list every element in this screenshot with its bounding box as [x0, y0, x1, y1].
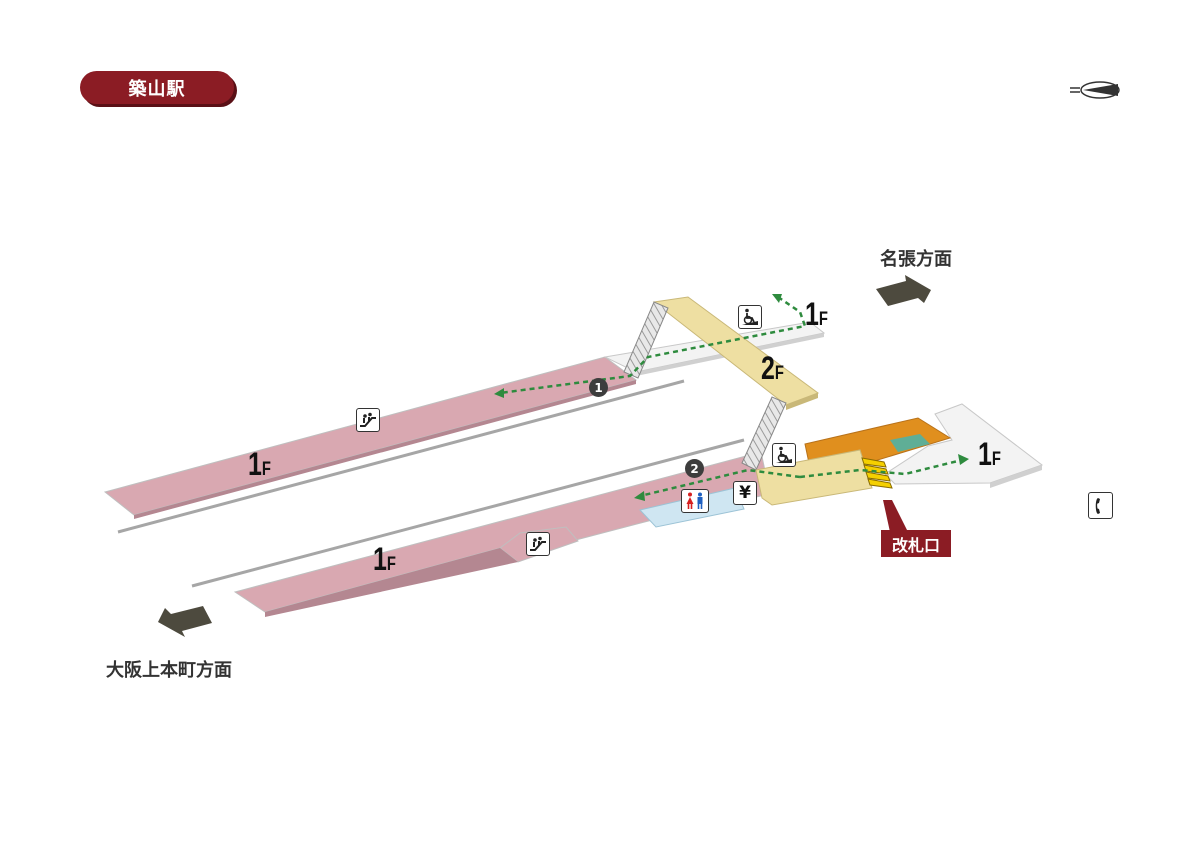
floor-number: 1 — [248, 446, 262, 482]
rail-line-north — [117, 379, 685, 534]
exit-ground-area — [884, 403, 1044, 485]
floor-number: 1 — [373, 541, 387, 577]
exit-number-1: 1 — [589, 378, 608, 397]
floor-unit: F — [991, 449, 1001, 470]
floor-number: 1 — [978, 436, 992, 472]
ticket-gate-label: 改札口 — [881, 530, 951, 557]
floor-unit: F — [774, 363, 784, 384]
floor-label-platform-north-east: 1F — [805, 298, 828, 330]
exit-ground-edge — [990, 465, 1042, 488]
concourse-2f-edge — [786, 393, 818, 410]
route-lines — [499, 295, 963, 498]
restroom-icon — [681, 489, 709, 513]
escalator-icon — [526, 532, 550, 556]
floor-unit: F — [386, 554, 396, 575]
exit-number-2: 2 — [685, 459, 704, 478]
floor-label-platform-south: 1F — [373, 543, 396, 575]
wheelchair-ramp-icon — [738, 305, 762, 329]
stairs-south — [741, 396, 787, 471]
floor-label-station-exit: 1F — [978, 438, 1001, 470]
route-arrowheads — [494, 294, 969, 501]
direction-up-label: 名張方面 — [880, 249, 952, 270]
floor-number: 2 — [761, 350, 775, 386]
ticket-machine-icon: ¥ — [733, 481, 757, 505]
platform-south-edge — [265, 548, 518, 617]
compass-icon — [1070, 81, 1120, 99]
platform-north-west — [103, 356, 638, 516]
stairs-north — [623, 301, 669, 379]
floor-number: 1 — [805, 296, 819, 332]
station-office — [890, 434, 930, 452]
floor-label-platform-north-west: 1F — [248, 448, 271, 480]
platform-north-west-edge — [134, 380, 636, 519]
ground-passage — [755, 449, 873, 506]
floor-label-concourse: 2F — [761, 352, 784, 384]
payphone-icon — [1088, 492, 1113, 519]
arrow-to-nabari — [876, 275, 931, 306]
station-name: 築山駅 — [80, 71, 234, 104]
direction-down-label: 大阪上本町方面 — [106, 660, 232, 681]
arrow-to-osaka — [158, 606, 212, 637]
floor-unit: F — [818, 309, 828, 330]
wheelchair-ramp-icon — [772, 443, 796, 467]
escalator-icon — [356, 408, 380, 432]
gate-label-pointer — [883, 500, 908, 532]
rail-line-south — [191, 438, 745, 588]
floor-unit: F — [261, 459, 271, 480]
ticket-gates — [861, 457, 893, 489]
